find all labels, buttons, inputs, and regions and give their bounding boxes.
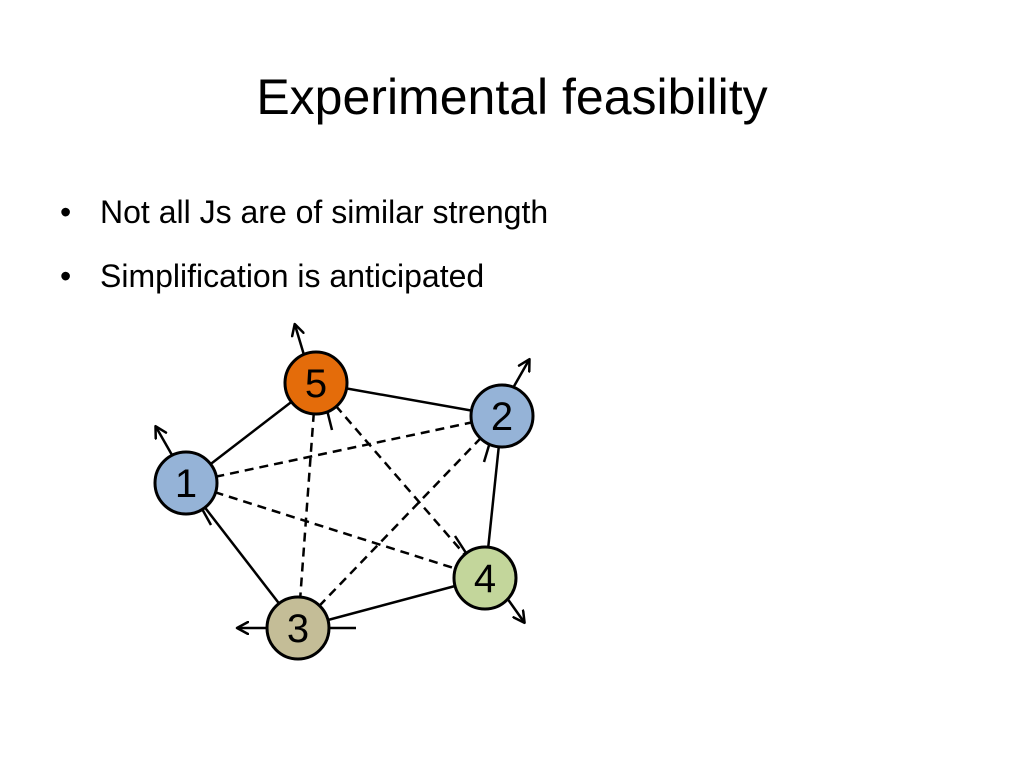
spin-arrow-5 [295,325,306,356]
dashed-edge-5-4 [315,382,486,579]
node-layer: 1 2 3 4 5 [153,350,535,661]
node-3: 3 [265,595,331,661]
slide-title: Experimental feasibility [256,69,768,125]
node-1-circle [153,450,219,516]
node-1-label: 1 [175,462,197,506]
bullet-list: • Not all Js are of similar strength • S… [56,188,956,316]
node-3-circle [265,595,331,661]
spin-tail-5 [325,409,334,431]
node-2: 2 [469,383,535,449]
node-1: 1 [153,450,219,516]
node-4-circle [452,545,518,611]
bullet-item: • Not all Js are of similar strength [56,188,956,236]
dashed-edge-1-2 [185,414,503,485]
dashed-edge-1-4 [185,481,486,580]
node-5-label: 5 [305,362,327,406]
spin-arrow-4 [505,597,524,622]
node-4: 4 [452,545,518,611]
spin-arrow-1 [156,427,174,456]
bullet-icon: • [60,258,72,294]
bullet-icon: • [60,194,72,230]
node-5-circle [283,350,349,416]
node-2-circle [469,383,535,449]
spin-arrow-layer [156,325,529,628]
edge-layer [185,381,504,630]
spin-arrow-2 [511,360,529,389]
bullet-text: Not all Js are of similar strength [100,194,549,230]
node-5: 5 [283,350,349,416]
node-3-label: 3 [287,607,309,651]
dashed-edge-5-3 [296,382,318,629]
bullet-text: Simplification is anticipated [100,258,485,294]
node-2-label: 2 [491,395,513,439]
dashed-edge-2-3 [297,415,503,629]
bullet-item: • Simplification is anticipated [56,252,956,300]
node-4-label: 4 [474,557,496,601]
